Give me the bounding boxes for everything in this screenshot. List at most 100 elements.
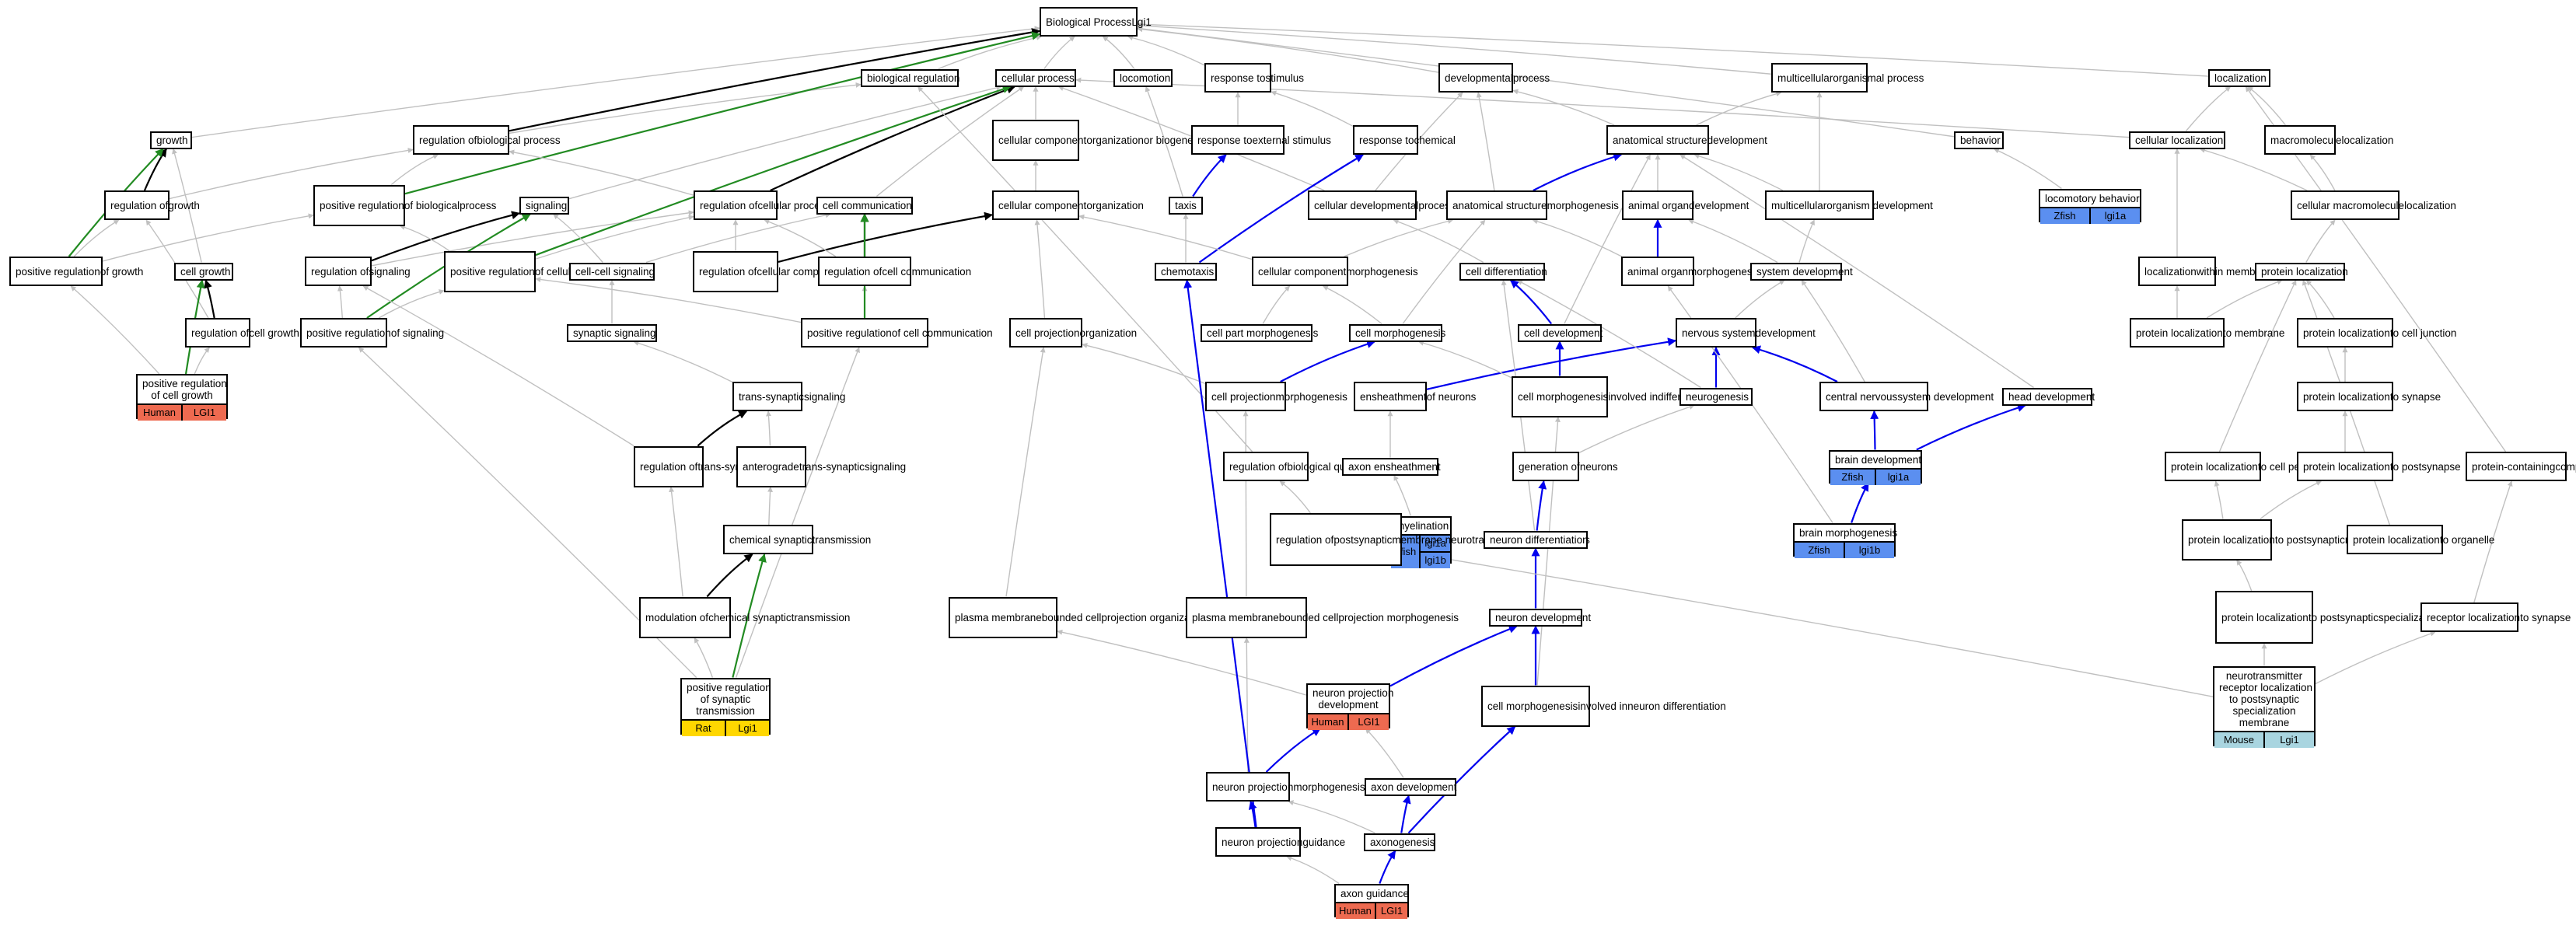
go-term-regpnrl: regulation ofpostsynapticmembrane neurot… — [1270, 513, 1590, 566]
go-term-label-line: locomotory behavior — [2045, 192, 2140, 204]
go-term-label-line: receptor localization — [2219, 681, 2313, 693]
go-term-axonogenesis: axonogenesis — [1364, 833, 1435, 851]
go-term-label-line: of cell communication — [891, 327, 993, 339]
go-term-label: ensheathmentof neurons — [1360, 391, 1476, 403]
go-term-label-line: cellular component — [998, 134, 1087, 146]
go-term-label-line: animal organ — [1627, 265, 1689, 278]
go-term-label: cell projectionmorphogenesis — [1211, 390, 1347, 403]
edge-enshneur-to-nsd — [1426, 337, 1677, 390]
edge-npd-to-pmbcpo — [1057, 629, 1307, 696]
go-term-pmbcpm: plasma membranebounded cellprojection mo… — [1186, 596, 1459, 638]
go-term-label-line: response to — [1359, 134, 1414, 146]
go-term-label-line: central nervous — [1826, 390, 1898, 403]
go-term-devproc: developmentalprocess — [1438, 63, 1550, 93]
edge-axonguid-to-axonogenesis — [1379, 850, 1396, 884]
go-term-label-line: development — [1318, 699, 1379, 711]
go-term-label-line: cell projection — [1015, 327, 1080, 339]
go-term-label-line: development — [1755, 327, 1816, 339]
go-term-label-line: regulation of — [824, 265, 883, 278]
go-term-label: animal organdevelopment — [1628, 199, 1749, 211]
go-term-protloccp: protein localizationto cell periphery — [2165, 452, 2332, 481]
go-term-cco: cellular componentorganizationor biogene… — [992, 119, 1206, 161]
go-term-regcco: regulation ofcellular componentorganizat… — [693, 250, 902, 292]
go-term-label-line: regulation of — [1276, 533, 1334, 546]
go-term-npm: neuron projectionmorphogenesis — [1206, 772, 1365, 802]
edge-protlocpsm-to-protlocpostsyn — [2260, 480, 2322, 520]
go-term-label-line: organization — [1086, 134, 1144, 146]
edge-regbp-to-bp — [509, 28, 1041, 132]
go-term-label-line: ensheathment — [1360, 390, 1427, 403]
go-term-label-line: neuron projection — [1222, 836, 1303, 848]
go-term-label-line: specialization — [2232, 704, 2296, 717]
edge-regpnrl-to-regbq — [1279, 480, 1312, 514]
go-term-label-line: multicellular — [1777, 72, 1833, 84]
go-term-respchem: response tochemical — [1353, 125, 1456, 155]
edge-cellmorph-to-ccmorph — [1322, 285, 1382, 325]
go-term-label-line: axon development — [1371, 781, 1457, 793]
go-term-axonensh: axon ensheathment — [1342, 457, 1441, 476]
go-term-label: plasma membranebounded cellprojection mo… — [1192, 612, 1459, 623]
edge-ccmorph-to-asm — [1344, 218, 1454, 257]
go-term-modchemsyn: modulation ofchemical synaptictransmissi… — [639, 596, 850, 638]
go-term-label: neuron development — [1495, 612, 1591, 623]
go-term-label: axon development — [1371, 781, 1456, 793]
go-term-aod: animal organdevelopment — [1622, 190, 1749, 220]
edge-asm-to-asd — [1533, 152, 1623, 191]
go-term-label: protein localizationto cell junction — [2303, 327, 2456, 339]
go-term-label: regulation ofsignaling — [311, 266, 411, 278]
go-term-label: protein localizationto synapse — [2303, 390, 2441, 403]
go-term-regcp: regulation ofcellular process — [694, 190, 830, 220]
go-term-label-line: localization — [2144, 265, 2197, 278]
edge-posregcp-to-regcp — [535, 215, 694, 260]
edge-protloccj-to-protloc — [2305, 279, 2335, 319]
go-term-label: chemical synaptictransmission — [729, 534, 871, 546]
edge-multiorg-to-bp — [1137, 23, 1772, 75]
go-term-label-line: neurons — [1579, 460, 1618, 473]
go-term-label-line: myelination — [1396, 519, 1449, 532]
go-term-label: protein localizationto organelle — [2353, 534, 2494, 546]
go-term-label: positive regulationof biologicalprocess — [320, 200, 496, 211]
go-term-label: protein localizationto cell periphery — [2171, 461, 2332, 473]
go-term-label: cellular componentorganizationor biogene… — [998, 134, 1206, 146]
go-term-label-line: localization — [2404, 199, 2456, 211]
go-term-label-line: cellular localization — [2135, 134, 2224, 146]
go-term-neurogenesis: neurogenesis — [1679, 387, 1753, 406]
edge-celldev-to-asd — [1564, 154, 1651, 324]
edge-reggrowth-to-growth — [143, 148, 167, 191]
go-term-label-line: regulation of — [1229, 460, 1288, 473]
edge-modchemsyn-to-regtss — [669, 486, 683, 597]
go-term-respstim: response tostimulus — [1204, 63, 1304, 93]
go-term-label-line: taxis — [1175, 199, 1197, 211]
go-term-label: anatomical structuredevelopment — [1613, 134, 1767, 146]
go-term-label: regulation ofbiological quality — [1229, 460, 1364, 473]
go-term-label-line: cell projection — [1211, 390, 1276, 403]
go-term-label-line: Lgi1 — [1131, 16, 1152, 28]
go-term-label-line: of neurons — [1426, 390, 1477, 403]
go-term-label-line: cell part morphogenesis — [1207, 327, 1319, 339]
edge-ntrl-to-reclocsyn — [2315, 630, 2436, 685]
go-term-label: protein localizationto membrane — [2136, 327, 2284, 339]
go-term-ccmorph: cellular componentmorphogenesis — [1252, 257, 1418, 286]
go-term-regcellcomm: regulation ofcell communication — [818, 257, 971, 286]
go-term-enshneur: ensheathmentof neurons — [1354, 382, 1476, 411]
go-term-reggrowth: regulation ofgrowth — [104, 190, 200, 220]
edge-axondev-to-npd — [1365, 728, 1404, 778]
go-term-cellmacloc: cellular macromoleculelocalization — [2291, 190, 2456, 220]
edge-regcp-to-cellproc — [770, 85, 1015, 191]
edge-celldev-to-celldiff — [1509, 279, 1553, 325]
go-term-label-line: complex localization — [2555, 460, 2576, 473]
go-term-label-line: protein localization — [2303, 390, 2390, 403]
go-term-label: brain development — [1830, 452, 1921, 468]
annotation-species: Human — [138, 405, 181, 421]
annotation-gene: LGI1 — [1347, 714, 1389, 730]
edge-myelination-to-axonensh — [1393, 474, 1412, 516]
edge-posregcellgrowth-to-posreggrowth — [70, 285, 160, 375]
go-term-label-line: animal organ — [1628, 199, 1690, 211]
edge-axonguid-to-npg — [1286, 855, 1340, 885]
